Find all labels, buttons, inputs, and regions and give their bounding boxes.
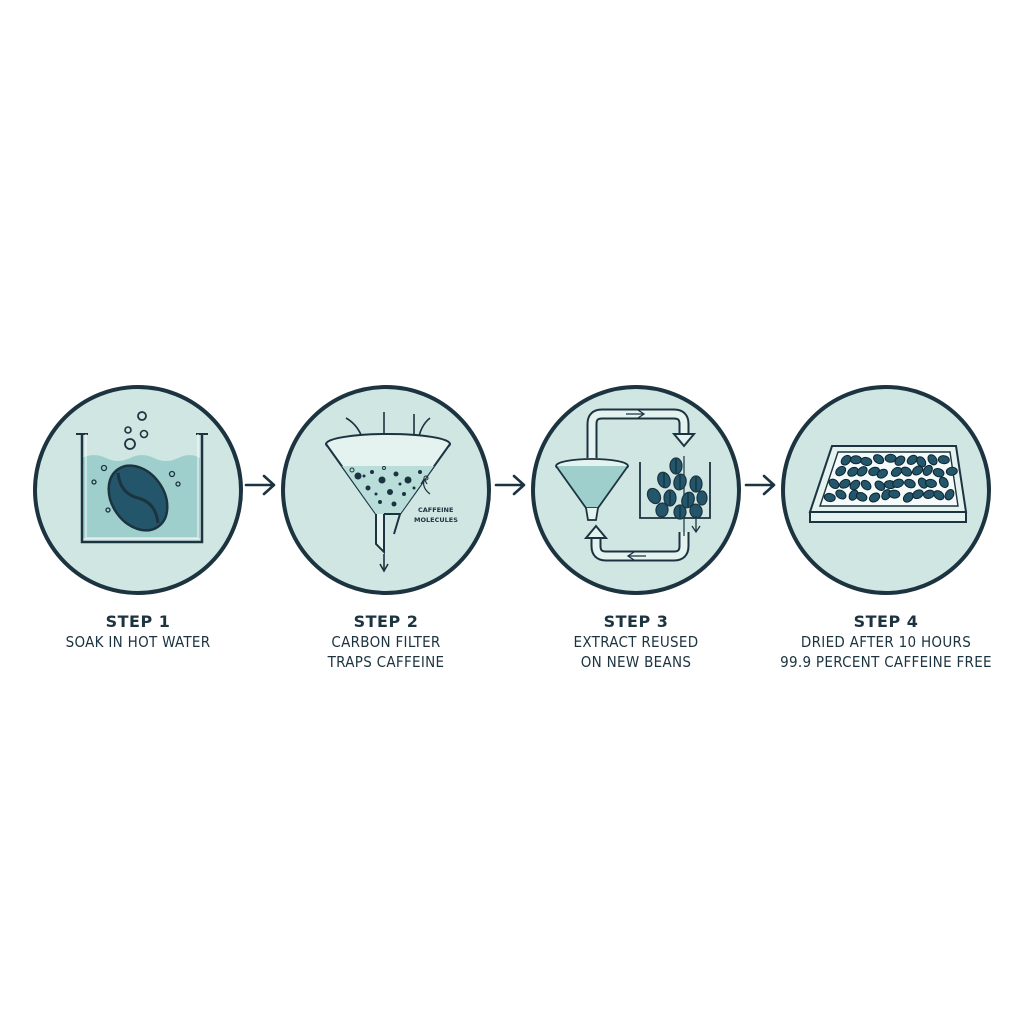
coffee-bean <box>850 455 862 465</box>
arrow-right-icon <box>744 474 776 496</box>
coffee-bean <box>856 466 868 477</box>
coffee-bean <box>911 465 924 476</box>
carbon-filter-funnel-icon: CAFFEINE MOLECULES <box>280 384 492 596</box>
coffee-bean <box>873 454 885 465</box>
coffee-bean <box>839 478 851 489</box>
coffee-bean <box>922 464 933 476</box>
arrow-right-icon <box>494 474 526 496</box>
coffee-bean <box>840 454 852 466</box>
coffee-bean <box>881 489 892 501</box>
coffee-bean <box>927 454 938 466</box>
coffee-bean <box>868 466 880 477</box>
step-description: DRIED AFTER 10 HOURS <box>800 633 972 651</box>
coffee-bean <box>868 492 881 503</box>
arrow-right-icon <box>244 474 276 496</box>
coffee-bean <box>912 489 924 500</box>
coffee-bean <box>945 466 958 476</box>
step-description: EXTRACT REUSED <box>573 633 699 651</box>
drying-tray-beans-icon <box>780 384 992 596</box>
coffee-bean <box>902 492 914 503</box>
coffee-bean <box>876 468 888 479</box>
coffee-bean <box>874 480 886 491</box>
coffee-bean <box>900 466 913 477</box>
annotation-line-1: CAFFEINE <box>418 506 453 514</box>
coffee-bean <box>932 468 945 478</box>
coffee-bean <box>849 479 861 491</box>
coffee-bean <box>835 465 847 477</box>
coffee-bean <box>937 455 950 465</box>
coffee-bean <box>933 490 945 501</box>
coffee-bean <box>823 492 836 503</box>
step-1-caption: STEP 1 SOAK IN HOT WATER <box>18 612 258 652</box>
coffee-bean <box>860 479 872 491</box>
step-description: CARBON FILTER <box>331 633 441 651</box>
step-title: STEP 1 <box>105 612 171 631</box>
step-title: STEP 4 <box>853 612 919 631</box>
annotation-line-2: MOLECULES <box>414 516 458 524</box>
step-description: TRAPS CAFFEINE <box>327 653 445 671</box>
coffee-bean <box>847 466 859 477</box>
coffee-bean <box>828 478 840 490</box>
step-3-caption: STEP 3 EXTRACT REUSED ON NEW BEANS <box>516 612 756 672</box>
coffee-bean <box>860 456 873 467</box>
coffee-bean <box>892 478 904 488</box>
step-4-caption: STEP 4 DRIED AFTER 10 HOURS 99.9 PERCENT… <box>766 612 1006 672</box>
step-description: 99.9 PERCENT CAFFEINE FREE <box>780 653 992 671</box>
extract-recycle-loop-icon <box>530 384 742 596</box>
step-description: ON NEW BEANS <box>580 653 692 671</box>
coffee-bean <box>835 489 847 500</box>
coffee-bean <box>944 489 955 501</box>
coffee-bean <box>906 454 918 466</box>
coffee-bean <box>855 492 868 502</box>
bean-soaking-in-water-icon <box>32 384 244 596</box>
step-2-caption: STEP 2 CARBON FILTER TRAPS CAFFEINE <box>266 612 506 672</box>
step-title: STEP 2 <box>353 612 419 631</box>
coffee-bean <box>925 478 937 488</box>
coffee-bean <box>938 476 949 489</box>
coffee-bean <box>894 455 906 466</box>
coffee-bean <box>884 453 897 463</box>
coffee-bean <box>904 478 916 489</box>
coffee-bean <box>916 456 927 468</box>
step-title: STEP 3 <box>603 612 669 631</box>
step-description: SOAK IN HOT WATER <box>65 633 211 651</box>
coffee-bean <box>888 489 901 499</box>
